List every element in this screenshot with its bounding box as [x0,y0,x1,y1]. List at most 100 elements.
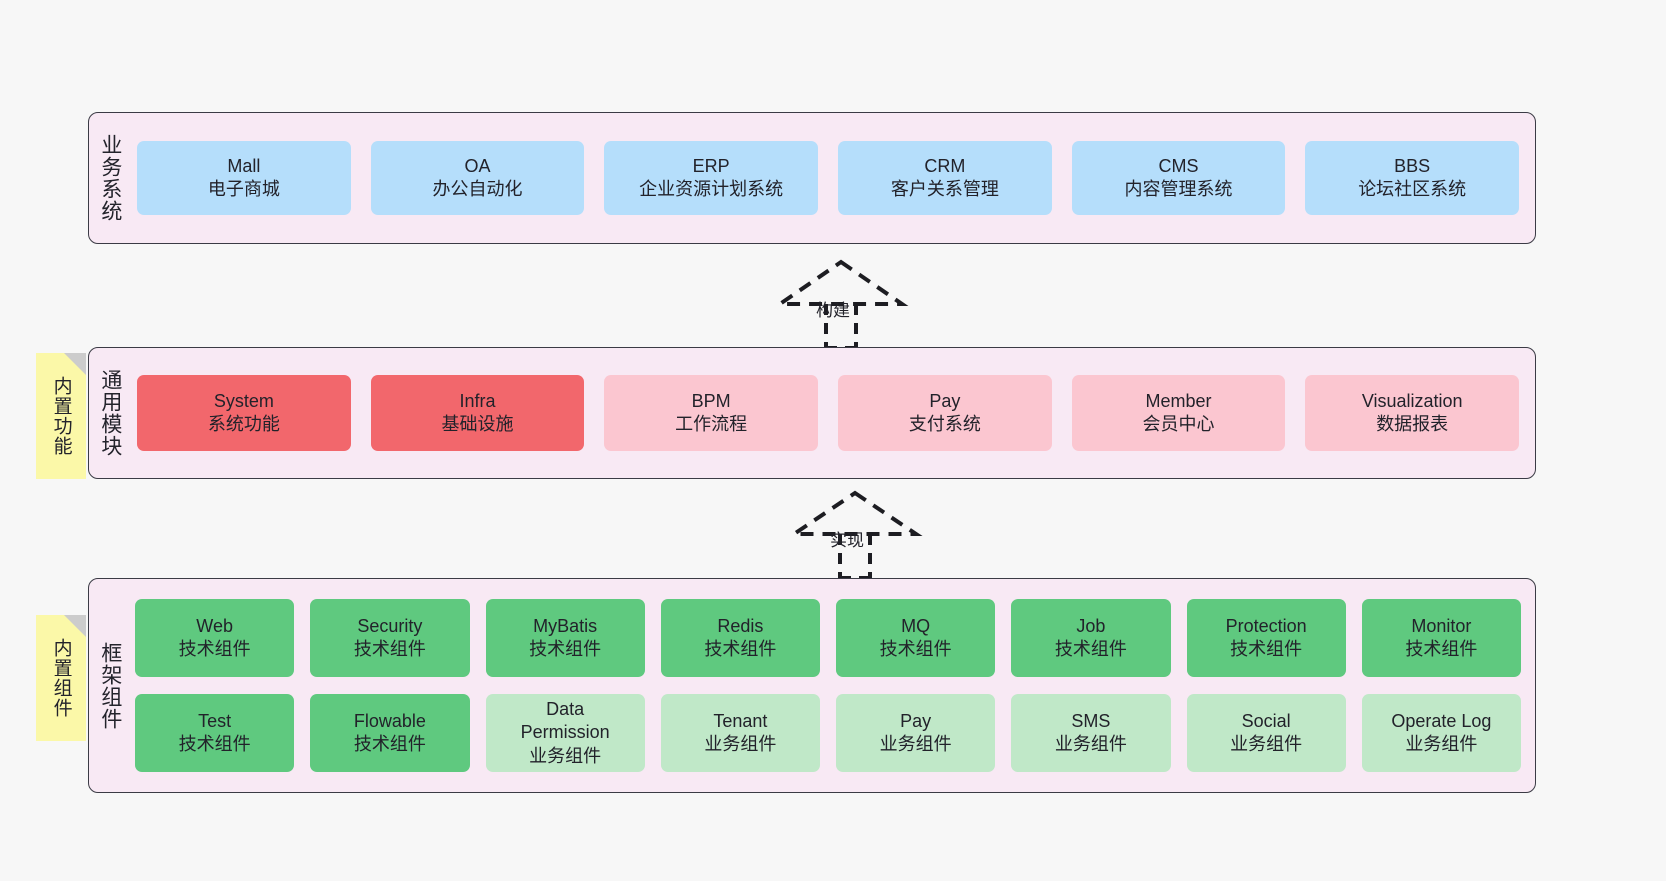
module-card-subtitle: 基础设施 [441,414,514,434]
module-card-system[interactable]: System 系统功能 [137,375,351,451]
component-card-title: Test [198,710,232,731]
component-card-redis[interactable]: Redis 技术组件 [660,599,820,677]
module-card-title: OA [464,155,491,176]
layer-framework-component: 框架组件 Web 技术组件 Security 技术组件 MyBatis 技术组件… [88,578,1536,793]
component-card-title: MyBatis [533,615,598,636]
layer-body-framework-component: Web 技术组件 Security 技术组件 MyBatis 技术组件 Redi… [131,579,1535,792]
component-card-sms[interactable]: SMS 业务组件 [1011,694,1171,772]
component-card-title: Tenant [713,710,768,731]
module-card-subtitle: 内容管理系统 [1124,179,1233,199]
module-card-erp[interactable]: ERP 企业资源计划系统 [604,141,819,215]
component-card-data-permission[interactable]: Data Permission 业务组件 [485,694,645,772]
layer-title-framework-component: 框架组件 [98,641,122,730]
module-card-subtitle: 客户关系管理 [890,179,999,199]
component-card-title: Protection [1225,615,1307,636]
module-card-title: CRM [924,155,966,176]
component-card-title: Web [196,615,233,636]
component-card-social[interactable]: Social 业务组件 [1186,694,1346,772]
layer-title-business-system: 业务系统 [98,134,122,222]
component-card-subtitle: 业务组件 [1405,734,1478,754]
component-card-mybatis[interactable]: MyBatis 技术组件 [485,599,645,677]
component-card-title: Security [357,615,423,636]
module-card-subtitle: 支付系统 [908,414,981,434]
layer-business-system: 业务系统 Mall 电子商城 OA 办公自动化 ERP 企业资源计划系统 CRM… [88,112,1536,244]
component-card-pay[interactable]: Pay 业务组件 [836,694,996,772]
layer-common-module: 通用模块 System 系统功能 Infra 基础设施 BPM 工作流程 Pay… [88,347,1536,479]
layer-row: Web 技术组件 Security 技术组件 MyBatis 技术组件 Redi… [135,599,1521,677]
layer-row: Mall 电子商城 OA 办公自动化 ERP 企业资源计划系统 CRM 客户关系… [137,141,1520,215]
component-card-subtitle: 业务组件 [1230,734,1303,754]
connector-label-build: 构建 [816,301,850,320]
component-card-title: Job [1076,615,1106,636]
component-card-mq[interactable]: MQ 技术组件 [836,599,996,677]
component-card-job[interactable]: Job 技术组件 [1011,599,1171,677]
component-card-title: Data Permission [520,698,610,743]
module-card-subtitle: 数据报表 [1376,414,1449,434]
component-card-operate-log[interactable]: Operate Log 业务组件 [1361,694,1521,772]
module-card-subtitle: 会员中心 [1142,414,1215,434]
component-card-title: Pay [900,710,932,731]
connector-label-implement: 实现 [830,531,864,550]
component-card-title: MQ [901,615,931,636]
module-card-visualization[interactable]: Visualization 数据报表 [1305,375,1520,451]
module-card-title: Member [1145,390,1212,411]
component-card-subtitle: 技术组件 [353,639,426,659]
component-card-subtitle: 技术组件 [1230,639,1303,659]
connector-implement: 实现 [770,490,950,580]
connector-arrowhead [773,259,909,306]
module-card-bpm[interactable]: BPM 工作流程 [604,375,819,451]
connector-build: 构建 [756,258,936,350]
layer-row: System 系统功能 Infra 基础设施 BPM 工作流程 Pay 支付系统… [137,375,1520,451]
component-card-subtitle: 技术组件 [178,734,251,754]
module-card-title: Infra [459,390,496,411]
module-card-title: BPM [691,390,731,411]
module-card-subtitle: 论坛社区系统 [1358,179,1467,199]
layer-row: Test 技术组件 Flowable 技术组件 Data Permission … [135,694,1521,772]
component-card-title: Monitor [1411,615,1472,636]
module-card-subtitle: 办公自动化 [432,179,523,199]
component-card-security[interactable]: Security 技术组件 [310,599,470,677]
sticky-note-label: 内置功能 [50,376,72,456]
component-card-subtitle: 技术组件 [1405,639,1478,659]
sticky-note-label: 内置组件 [50,638,72,718]
component-card-protection[interactable]: Protection 技术组件 [1186,599,1346,677]
component-card-monitor[interactable]: Monitor 技术组件 [1361,599,1521,677]
module-card-crm[interactable]: CRM 客户关系管理 [838,141,1052,215]
module-card-title: Pay [929,390,961,411]
module-card-oa[interactable]: OA 办公自动化 [370,141,585,215]
layer-title-common-module: 通用模块 [98,369,122,457]
module-card-infra[interactable]: Infra 基础设施 [370,375,585,451]
component-card-test[interactable]: Test 技术组件 [135,694,295,772]
layer-body-common-module: System 系统功能 Infra 基础设施 BPM 工作流程 Pay 支付系统… [131,348,1535,478]
component-card-subtitle: 技术组件 [529,639,602,659]
sticky-note-builtin-function: 内置功能 [36,353,86,479]
module-card-title: System [213,390,274,411]
module-card-member[interactable]: Member 会员中心 [1071,375,1286,451]
module-card-subtitle: 电子商城 [207,179,280,199]
component-card-title: Social [1241,710,1291,731]
module-card-title: Mall [227,155,261,176]
module-card-pay[interactable]: Pay 支付系统 [838,375,1052,451]
component-card-title: Operate Log [1391,710,1492,731]
component-card-web[interactable]: Web 技术组件 [135,599,295,677]
module-card-mall[interactable]: Mall 电子商城 [137,141,351,215]
component-card-subtitle: 技术组件 [353,734,426,754]
component-card-subtitle: 技术组件 [1054,639,1127,659]
component-card-tenant[interactable]: Tenant 业务组件 [660,694,820,772]
module-card-subtitle: 企业资源计划系统 [639,179,784,199]
layer-body-business-system: Mall 电子商城 OA 办公自动化 ERP 企业资源计划系统 CRM 客户关系… [131,113,1535,243]
component-card-flowable[interactable]: Flowable 技术组件 [310,694,470,772]
component-card-subtitle: 业务组件 [879,734,952,754]
component-card-subtitle: 业务组件 [1054,734,1127,754]
module-card-title: ERP [692,155,730,176]
module-card-bbs[interactable]: BBS 论坛社区系统 [1305,141,1520,215]
connector-arrowhead [787,490,923,536]
module-card-subtitle: 系统功能 [207,414,280,434]
component-card-subtitle: 技术组件 [704,639,777,659]
module-card-cms[interactable]: CMS 内容管理系统 [1071,141,1286,215]
component-card-title: Flowable [353,710,426,731]
component-card-title: Redis [717,615,764,636]
component-card-subtitle: 技术组件 [879,639,952,659]
module-card-title: CMS [1158,155,1199,176]
